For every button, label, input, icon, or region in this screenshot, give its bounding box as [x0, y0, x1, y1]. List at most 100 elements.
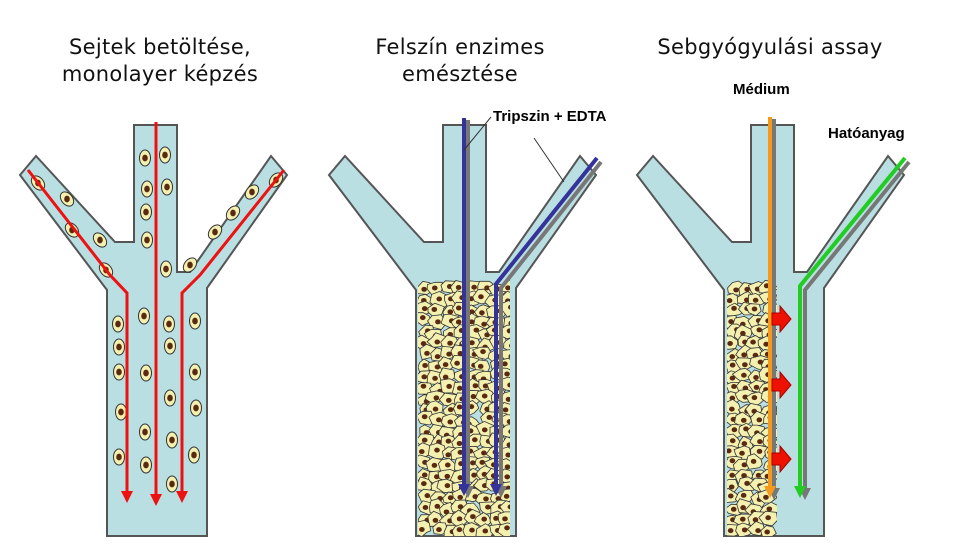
cell-nucleus — [471, 284, 477, 290]
cell-nucleus — [728, 319, 734, 325]
cell-nucleus — [750, 339, 756, 345]
cell-nucleus — [727, 528, 734, 534]
cell-nucleus — [435, 319, 441, 325]
cell-nucleus — [730, 506, 737, 512]
cell-nucleus — [506, 419, 510, 425]
cell-nucleus — [424, 350, 430, 356]
cell-nucleus — [502, 361, 508, 367]
medium-label: Médium — [733, 81, 790, 98]
cell-nucleus — [729, 395, 736, 401]
cell — [746, 520, 766, 536]
channel-panel-1 — [18, 124, 289, 537]
cell-nucleus — [97, 236, 103, 244]
cell-nucleus — [116, 343, 122, 351]
cell-nucleus — [422, 362, 428, 368]
cell-nucleus — [739, 516, 746, 522]
diffusion-arrow-2 — [771, 370, 792, 400]
cell-nucleus — [457, 494, 464, 500]
cell-nucleus — [141, 312, 147, 320]
cell-nucleus — [740, 330, 746, 336]
cell-nucleus — [469, 309, 475, 315]
cell-nucleus — [479, 459, 486, 465]
cell-nucleus — [729, 458, 736, 464]
cell-nucleus — [470, 514, 476, 520]
cell-nucleus — [470, 394, 477, 400]
cell-nucleus — [763, 494, 769, 500]
loading-arrow-right — [176, 169, 286, 503]
cell-nucleus — [193, 404, 199, 412]
cell-nucleus — [442, 374, 449, 380]
cell-nucleus — [419, 315, 426, 321]
trypsin-leader-lines — [463, 116, 565, 183]
cell-nucleus — [729, 362, 736, 368]
trypsin-arrow-right — [490, 156, 599, 496]
cell-nucleus — [471, 472, 477, 478]
cell-nucleus — [508, 320, 510, 326]
cell-nucleus — [418, 449, 425, 455]
cell-nucleus — [504, 464, 510, 470]
cell-nucleus — [741, 473, 747, 479]
cell-nucleus — [480, 349, 486, 355]
cell-nucleus — [431, 306, 438, 312]
diffusion-arrow-1 — [771, 304, 792, 334]
cell-nucleus — [431, 285, 438, 291]
cell-nucleus — [455, 284, 462, 290]
cell-nucleus — [167, 342, 173, 350]
cell-nucleus — [505, 396, 510, 402]
loading-arrows — [26, 122, 286, 506]
cell-nucleus — [478, 294, 484, 300]
cell-nucleus — [424, 493, 431, 499]
cell-nucleus — [741, 462, 748, 468]
cell-nucleus — [116, 453, 122, 461]
cell-nucleus — [483, 496, 489, 502]
cell-nucleus — [143, 208, 149, 216]
cell-nucleus — [144, 185, 150, 193]
cell-nucleus — [504, 525, 510, 531]
cell-nucleus — [508, 429, 510, 434]
cell-nucleus — [729, 354, 736, 360]
cell-nucleus — [456, 527, 463, 533]
cell-nucleus — [421, 414, 428, 420]
cell-nucleus — [116, 368, 122, 376]
cell-nucleus — [505, 285, 510, 291]
cell-nucleus — [505, 452, 510, 458]
cell-nucleus — [504, 371, 510, 377]
cell-nucleus — [481, 450, 487, 456]
cell-nucleus — [192, 317, 198, 325]
cell-nucleus — [434, 354, 441, 360]
cell-nucleus — [468, 319, 475, 325]
cell-nucleus — [477, 363, 484, 369]
cell-nucleus — [144, 236, 150, 244]
cell-nucleus — [191, 451, 197, 459]
cell-nucleus — [756, 327, 763, 333]
cell-nucleus — [766, 506, 773, 512]
drug-label: Hatóanyag — [828, 125, 905, 142]
cell-nucleus — [421, 437, 428, 443]
cell-nucleus — [470, 460, 476, 466]
loading-arrow-left — [26, 169, 133, 503]
cell-nucleus — [169, 436, 175, 444]
cell-nucleus — [187, 261, 193, 269]
cell — [418, 519, 432, 536]
cell-nucleus — [509, 343, 510, 348]
cell-nucleus — [166, 320, 172, 328]
cell-nucleus — [432, 517, 439, 523]
cell-nucleus — [420, 383, 427, 389]
cell-nucleus — [486, 414, 493, 420]
cell-nucleus — [64, 195, 70, 203]
cell-nucleus — [752, 297, 759, 303]
cell-nucleus — [764, 529, 770, 535]
cell-nucleus — [727, 493, 734, 499]
cell-nucleus — [481, 516, 487, 522]
cell-nucleus — [742, 362, 748, 368]
cell-nucleus — [434, 339, 441, 345]
drug-arrow — [794, 156, 907, 498]
cell-nucleus — [446, 383, 452, 389]
cell-nucleus — [485, 504, 491, 510]
cell-nucleus — [422, 505, 429, 511]
cell-nucleus — [432, 375, 438, 381]
cell — [503, 337, 510, 352]
cell-nucleus — [741, 352, 747, 358]
cell-nucleus — [729, 375, 736, 381]
